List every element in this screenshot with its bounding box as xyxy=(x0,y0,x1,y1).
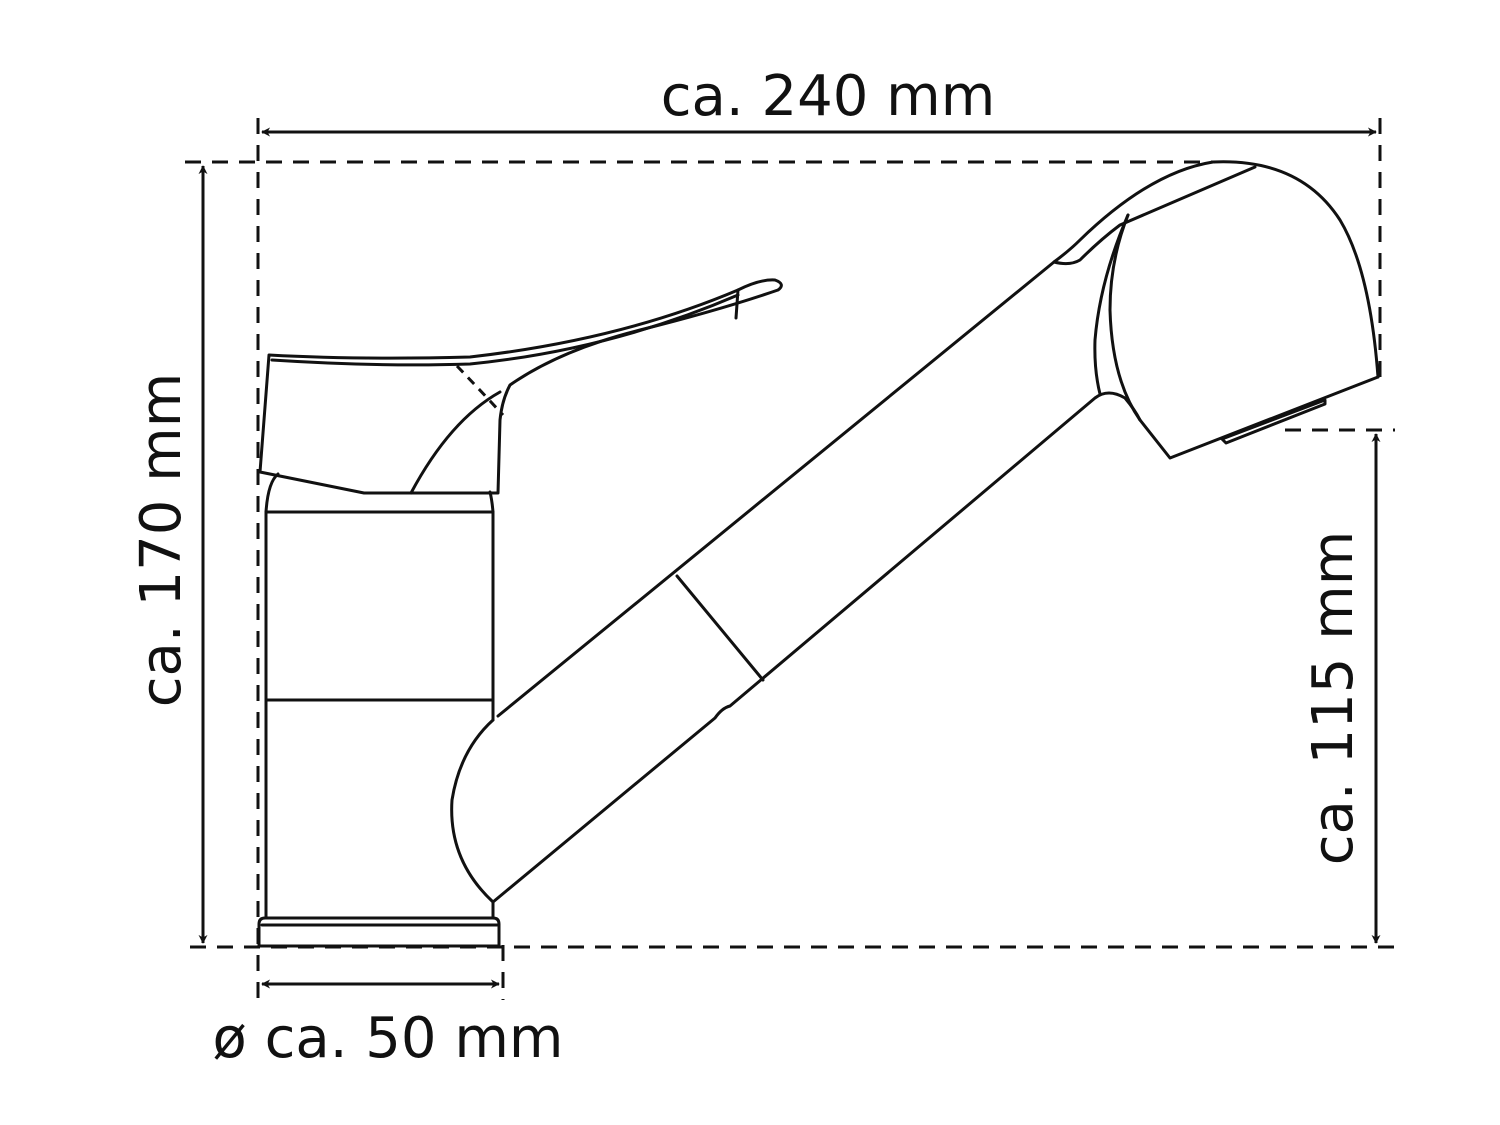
width-dimension-label: ca. 240 mm xyxy=(661,64,996,129)
spout-height-dimension-label: ca. 115 mm xyxy=(1301,531,1366,866)
height-dimension-label: ca. 170 mm xyxy=(129,373,194,708)
faucet-lever xyxy=(258,278,783,495)
base-diameter-dimension-label: ø ca. 50 mm xyxy=(213,1006,564,1071)
extension-lines xyxy=(185,118,1395,1000)
faucet-spout xyxy=(450,160,1380,904)
dimension-arrows xyxy=(198,127,1381,989)
faucet-body xyxy=(257,472,501,948)
